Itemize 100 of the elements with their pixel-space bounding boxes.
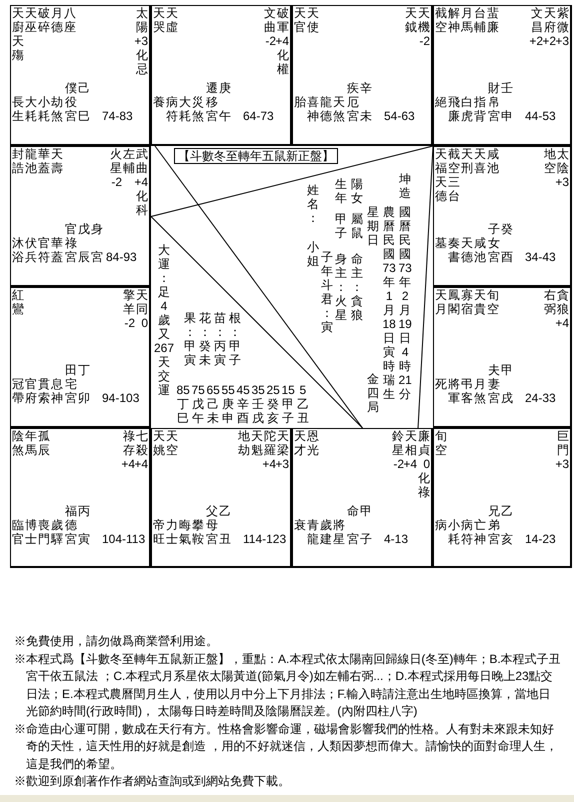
life-stage-label: 白虎 [461, 95, 473, 123]
star-name: 天喜 [474, 147, 486, 175]
life-stage-label: 指背 [474, 95, 486, 123]
transformation-label: 化祿 [418, 471, 430, 499]
decade-branch: 午 [192, 411, 204, 425]
brightness-value: +4 [134, 175, 148, 189]
life-stage-label: 胎 [294, 95, 306, 109]
connector-line [150, 216, 363, 428]
life-stage-label: 博士 [25, 518, 37, 546]
stem-branch: 癸酉 [501, 222, 513, 264]
transformation-label: 化科 [136, 189, 148, 217]
stem-branch: 庚午 [219, 81, 231, 123]
stem-branch: 甲子 [360, 504, 372, 546]
decade-range: 14-23 [525, 532, 556, 546]
main-star-name: 文曲 [264, 6, 276, 34]
star-name: 月馬 [461, 6, 473, 34]
weekday: 星期日 [367, 205, 379, 247]
palace-box [433, 287, 572, 428]
name-label: 姓名： [307, 183, 319, 225]
star-name: 三台 [448, 175, 460, 203]
decade-branch: 子 [282, 411, 294, 425]
star-name: 天才 [294, 429, 306, 457]
star-name: 月德 [51, 6, 63, 34]
star-name: 封誥 [12, 147, 24, 175]
banner-title: 【斗數冬至轉年五鼠新正盤】 [178, 149, 334, 163]
palace-name: 疾厄宮 [347, 81, 359, 123]
dipper-lord: 子年斗君：寅 [321, 250, 333, 334]
brightness-value: +3 [555, 34, 569, 48]
main-star-name: 天相 [405, 429, 417, 457]
main-star-name: 天同 [136, 288, 148, 316]
palace-name: 田宅宮 [65, 363, 77, 405]
life-stage-label: 小耗 [38, 95, 50, 123]
note-paragraph: ※免費使用，請勿做爲商業營利用途。 [14, 633, 219, 650]
life-stage-label: 歲驛 [51, 518, 63, 546]
main-star-name: 文昌 [531, 6, 543, 34]
brightness-value: +4 [121, 457, 135, 471]
star-name: 天使 [307, 6, 319, 34]
life-stage-label: 養 [153, 95, 165, 109]
star-name: 天姚 [153, 429, 165, 457]
decade-range: 44-53 [525, 109, 556, 123]
birth-year: 甲子 [335, 212, 347, 240]
brightness-value: +3 [275, 457, 289, 471]
decade-stem: 乙 [297, 397, 309, 411]
star-name: 天壽 [51, 147, 63, 175]
decade-range: 64-73 [243, 109, 274, 123]
main-star-name: 天鉞 [405, 6, 417, 34]
life-stage-label: 亡神 [474, 518, 486, 546]
palace-box [10, 5, 151, 146]
main-star-name: 天梁 [277, 429, 289, 457]
star-name: 天廚 [12, 6, 24, 34]
life-stage-label: 奏書 [448, 236, 460, 264]
star-name: 天巫 [25, 6, 37, 34]
pillar-text: 果：甲寅 [184, 311, 196, 367]
star-name: 旬空 [435, 429, 447, 457]
palace-box [151, 428, 292, 568]
main-star-name: 陀羅 [264, 429, 276, 457]
decade-stem: 丁 [177, 397, 189, 411]
main-star-name: 貪狼 [557, 288, 569, 316]
decade-branch: 丑 [297, 411, 309, 425]
life-stage-label: 龍德 [320, 95, 332, 123]
palace-name: 福德宮 [65, 504, 77, 546]
palace-name: 僕役宮 [65, 81, 77, 123]
decade-range: 104-113 [102, 532, 146, 546]
connector-line [418, 146, 434, 428]
birth-year-label: 生年 [335, 177, 347, 205]
star-name: 天貴 [474, 288, 486, 316]
brightness-value: 0 [141, 316, 148, 330]
body-palace-mark: 身宮 [91, 222, 103, 264]
brightness-value: +2 [529, 34, 543, 48]
luck-start-text: 大運：足4歲又267天交運 [154, 243, 174, 397]
life-stage-label: 晦氣 [179, 518, 191, 546]
solar-date: 國曆民國73年2月19日4時21分 [398, 205, 412, 401]
life-stage-label: 青龍 [307, 518, 319, 546]
brightness-value: -2 [393, 457, 404, 471]
star-name: 天德 [435, 175, 447, 203]
lunar-date: 農曆民國73年1月18日寅時瑞生 [382, 205, 396, 401]
stem-branch: 乙亥 [501, 504, 513, 546]
life-stage-label: 力士 [166, 518, 178, 546]
yin-yang-label: 陽女 [351, 177, 363, 205]
life-stage-label: 墓 [435, 236, 447, 250]
decade-branch: 未 [207, 411, 219, 425]
star-name: 天殤 [12, 34, 24, 62]
decade-stem: 壬 [252, 397, 264, 411]
decade-age: 65 [206, 383, 220, 397]
star-name: 天哭 [153, 6, 165, 34]
brightness-value: +4 [555, 316, 569, 330]
star-name: 天空 [166, 429, 178, 457]
palace-box [292, 428, 433, 568]
main-star-name: 七殺 [136, 429, 148, 457]
stem-branch: 乙丑 [219, 504, 231, 546]
palace-name: 財帛宮 [488, 81, 500, 123]
decade-branch: 亥 [267, 411, 279, 425]
brightness-value: -2 [419, 34, 430, 48]
life-stage-label: 天德 [461, 236, 473, 264]
life-stage-label: 死 [435, 377, 447, 391]
main-star-name: 右弼 [544, 288, 556, 316]
life-stage-label: 飛廉 [448, 95, 460, 123]
transformation-label: 化權 [277, 48, 289, 76]
life-stage-label: 喪門 [38, 518, 50, 546]
decade-stem: 庚 [222, 397, 234, 411]
